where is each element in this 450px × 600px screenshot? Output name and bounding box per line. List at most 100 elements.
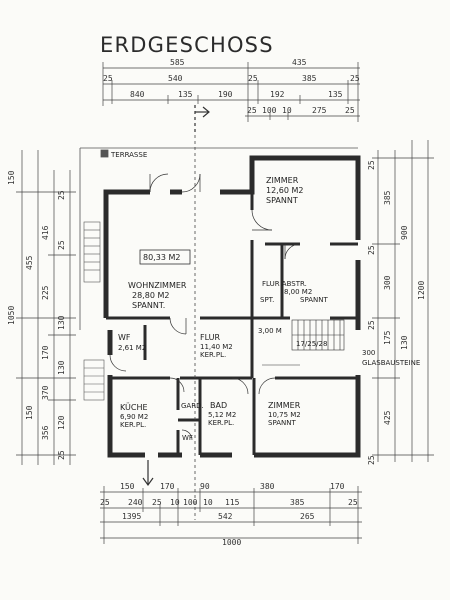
- bottom-entry-arrow-icon: [142, 460, 154, 487]
- dim-top-435: 435: [292, 58, 307, 67]
- flur-abstr-area: 8,00 M2: [284, 288, 312, 296]
- kueche-name: KÜCHE: [120, 402, 148, 412]
- wf2-name: WF: [182, 434, 193, 442]
- entry-arrow-icon: [194, 105, 210, 135]
- terrace-stairs: [83, 221, 105, 401]
- dim-bottom2-25b: 25: [152, 498, 162, 507]
- dim-left-small-25b: 25: [57, 240, 66, 250]
- zimmer2-name: ZIMMER: [268, 401, 301, 410]
- bad-area: 5,12 M2: [208, 411, 236, 419]
- dim-right-385: 385: [383, 190, 392, 205]
- dim-top-25c: 25: [350, 74, 360, 83]
- dim-left-misc-150a: 150: [7, 170, 16, 185]
- bottom-dimension-lines: [100, 486, 362, 544]
- staircase: [262, 319, 345, 366]
- dim-top-840: 840: [130, 90, 145, 99]
- dim-top-10: 10: [282, 106, 292, 115]
- dim-bottom2-25c: 25: [348, 498, 358, 507]
- wf1-area: 2,61 M2: [118, 344, 146, 352]
- dim-bottom2-100: 100: [183, 498, 198, 507]
- dim-right-outer: 1200: [417, 281, 426, 300]
- dim-bottom2-25a: 25: [100, 498, 110, 507]
- dim-left-misc-150b: 150: [25, 405, 34, 420]
- flur-name: FLUR: [200, 333, 221, 342]
- wf1-name: WF: [118, 333, 131, 342]
- bad-floor: KER.PL.: [208, 419, 234, 427]
- flur-area: 11,40 M2: [200, 343, 233, 351]
- dim-right-small-25d: 25: [367, 455, 376, 465]
- dim-right-130: 130: [400, 335, 409, 350]
- dim-right-300: 300: [383, 275, 392, 290]
- wohnzimmer-name: WOHNZIMMER: [128, 281, 187, 290]
- gard-name: GARD.: [181, 402, 204, 410]
- door-swings: [109, 173, 301, 441]
- dim-left-225: 225: [41, 285, 50, 300]
- zimmer1-name: ZIMMER: [266, 176, 299, 185]
- zimmer1-floor: SPANNT: [266, 196, 298, 205]
- dim-top-192: 192: [270, 90, 285, 99]
- flur-abstr-floor-right: SPANNT: [300, 296, 328, 304]
- dim-left-170: 170: [41, 345, 50, 360]
- wohnzimmer-area-badge: 80,33 M2: [143, 253, 180, 262]
- dim-left-small-130b: 130: [57, 360, 66, 375]
- dim-right-small-25b: 25: [367, 245, 376, 255]
- dim-bottom3-542: 542: [218, 512, 233, 521]
- flur-floor: KER.PL.: [200, 351, 226, 359]
- dim-left-356: 356: [41, 425, 50, 440]
- zimmer1-area: 12,60 M2: [266, 186, 303, 195]
- left-dimension-labels: 1050 150 455 150 416 225 170 370 356 25 …: [7, 170, 66, 460]
- dim-right-small-25a: 25: [367, 160, 376, 170]
- right-dimension-labels: 385 300 175 425 1200 900 130 25 25 25 25: [367, 160, 426, 465]
- dim-top-25a: 25: [103, 74, 113, 83]
- dim-top-135b: 135: [328, 90, 343, 99]
- dim-top-25b: 25: [248, 74, 258, 83]
- dim-top-275: 275: [312, 106, 327, 115]
- dim-bottom-170b: 170: [330, 482, 345, 491]
- dim-left-small-130a: 130: [57, 315, 66, 330]
- kueche-floor: KER.PL.: [120, 421, 146, 429]
- dim-right-small-25c: 25: [367, 320, 376, 330]
- terrace-outline: [79, 147, 358, 330]
- dim-left-416: 416: [41, 225, 50, 240]
- dim-right-425: 425: [383, 410, 392, 425]
- dim-left-small-120: 120: [57, 415, 66, 430]
- dim-bottom-150: 150: [120, 482, 135, 491]
- dim-left-370: 370: [41, 385, 50, 400]
- wohnzimmer-floor: SPANNT.: [132, 301, 165, 310]
- dim-right-175: 175: [383, 330, 392, 345]
- floor-plan-title: ERDGESCHOSS: [100, 33, 274, 57]
- dim-top-385: 385: [302, 74, 317, 83]
- dim-bottom2-10a: 10: [170, 498, 180, 507]
- dim-bottom3-1395: 1395: [122, 512, 141, 521]
- zimmer2-floor: SPANNT: [268, 419, 296, 427]
- dim-left-small-25a: 25: [57, 190, 66, 200]
- glasbausteine-label: GLASBAUSTEINE: [362, 359, 420, 367]
- dim-bottom2-10b: 10: [203, 498, 213, 507]
- dim-bottom2-240: 240: [128, 498, 143, 507]
- dim-right-900: 900: [400, 225, 409, 240]
- exterior-walls: [103, 155, 361, 458]
- wohnzimmer-area: 28,80 M2: [132, 291, 169, 300]
- dim-top-585: 585: [170, 58, 185, 67]
- dim-bottom-380: 380: [260, 482, 275, 491]
- dim-top-540: 540: [168, 74, 183, 83]
- area-badge-frame: [139, 249, 191, 265]
- interior-walls: [106, 192, 358, 455]
- dim-bottom3-265: 265: [300, 512, 315, 521]
- stair-value-label: 300: [362, 349, 375, 357]
- flur-abstr-name: FLUR ABSTR.: [262, 280, 307, 288]
- dim-top-25e: 25: [345, 106, 355, 115]
- dim-bottom2-385: 385: [290, 498, 305, 507]
- dim-top-135a: 135: [178, 90, 193, 99]
- dim-bottom-total: 1000: [222, 538, 241, 547]
- dim-bottom-170a: 170: [160, 482, 175, 491]
- dim-bottom2-115: 115: [225, 498, 240, 507]
- dim-top-100: 100: [262, 106, 277, 115]
- stair-steps-label: 17/25/28: [296, 340, 327, 348]
- flur-abstr-floor-left: SPT.: [260, 296, 274, 304]
- stair-width-label: 3,00 M: [258, 327, 282, 335]
- left-dimension-lines: [16, 150, 76, 465]
- dim-bottom-90: 90: [200, 482, 210, 491]
- terrace-label: TERRASSE: [110, 151, 147, 159]
- dim-top-25d: 25: [247, 106, 257, 115]
